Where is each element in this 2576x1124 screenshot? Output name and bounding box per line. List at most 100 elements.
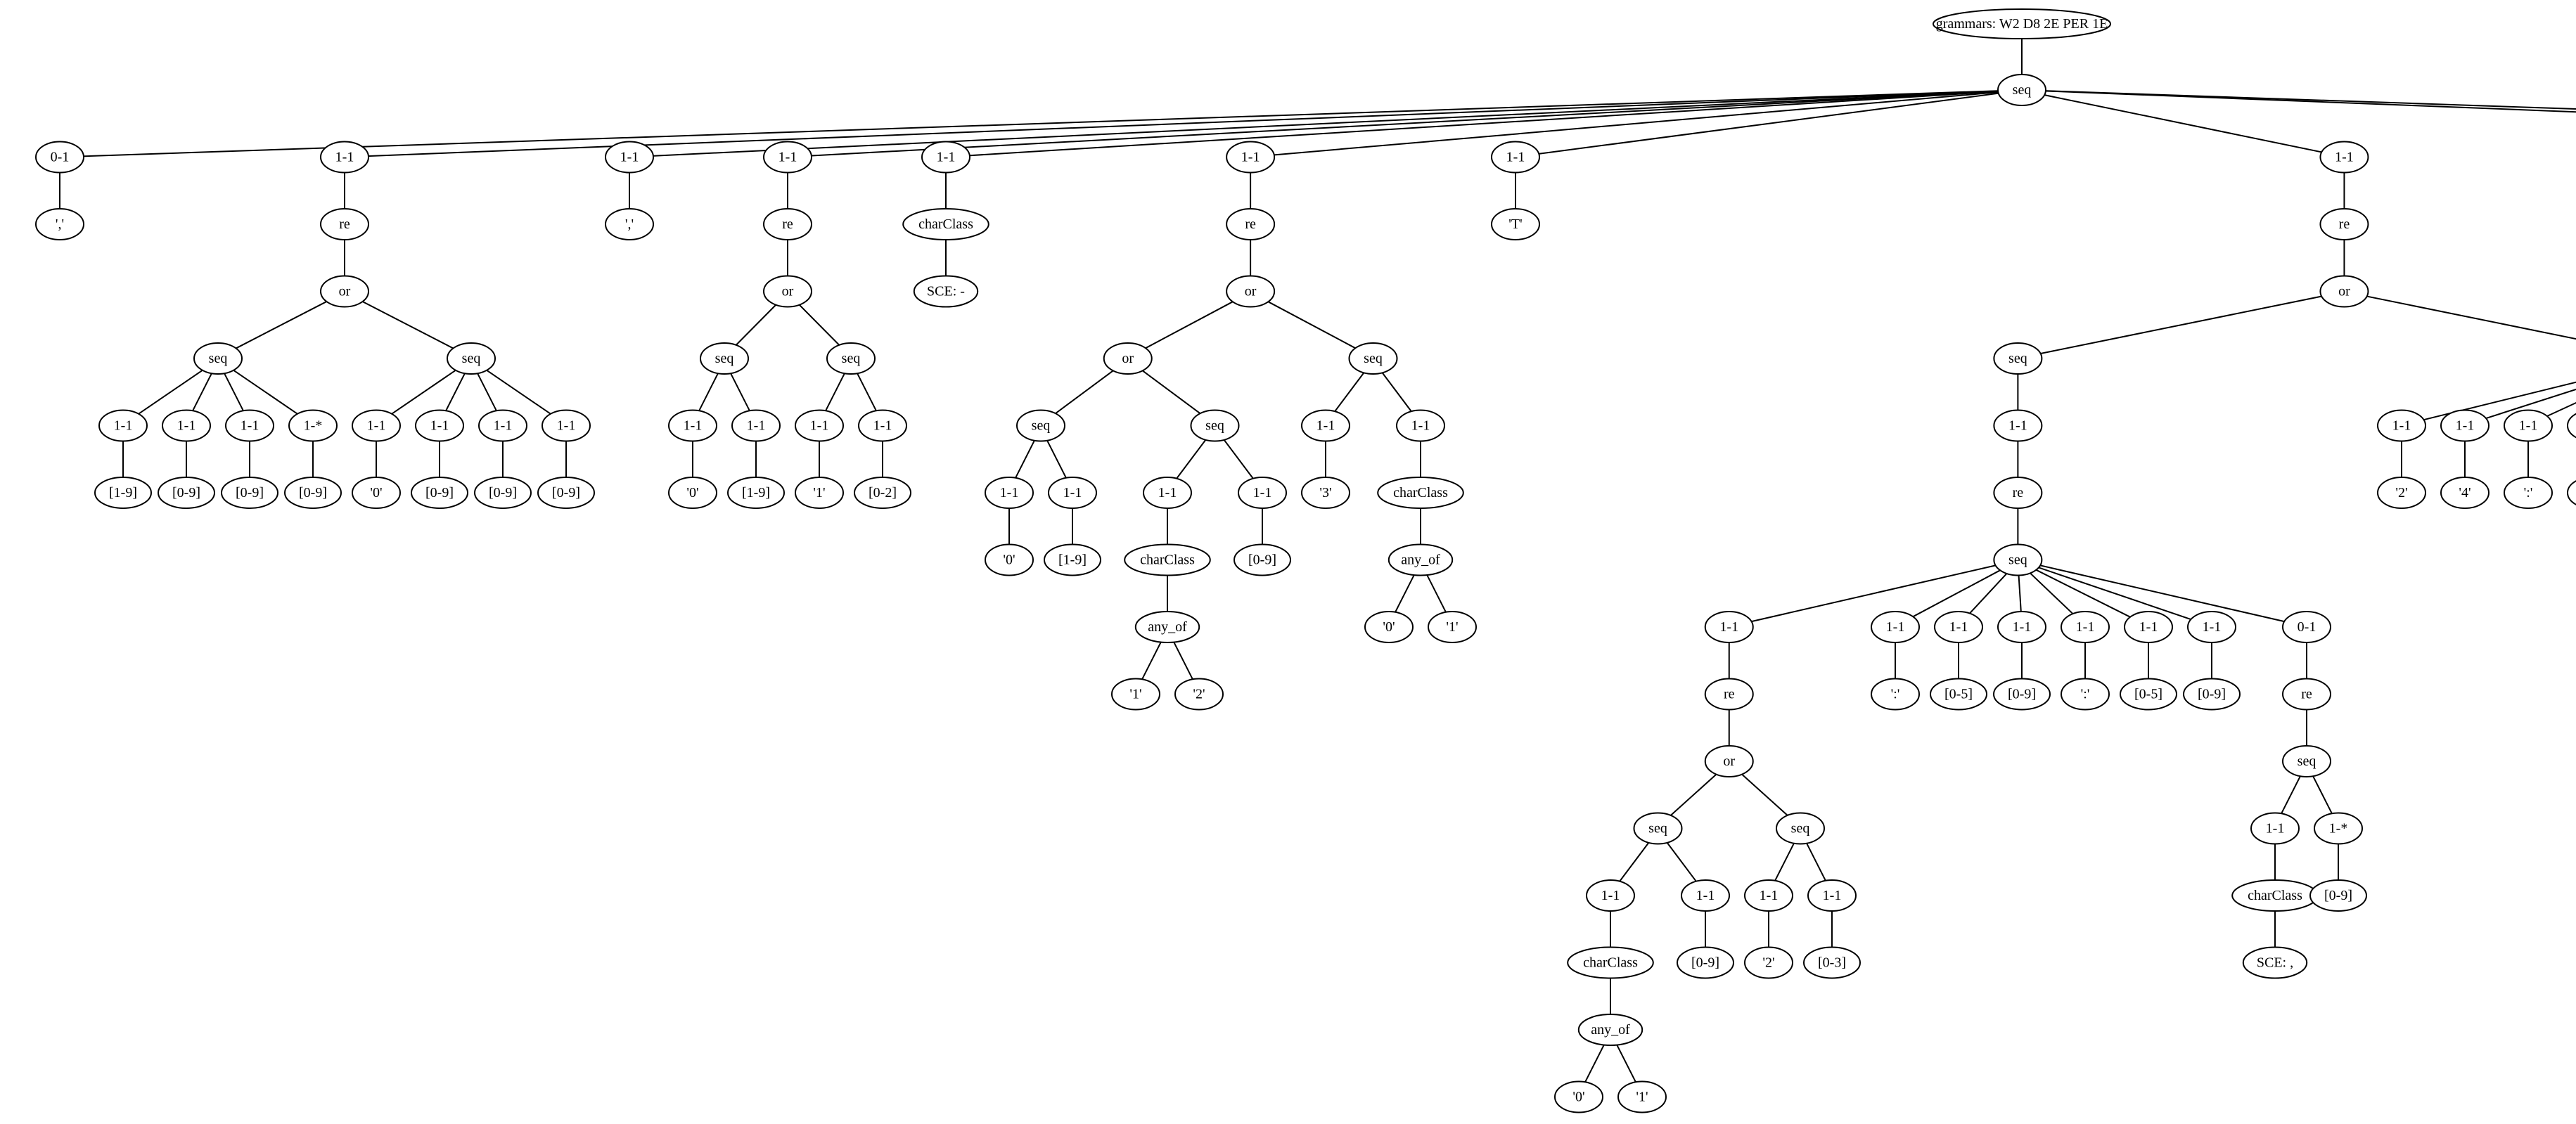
tree-edge (2414, 381, 2576, 423)
node-label: charClass (2248, 888, 2302, 903)
node-label: SCE: - (927, 284, 965, 299)
node-label: '1' (1129, 687, 1141, 702)
node-ellipse (2440, 409, 2490, 442)
node-0-5: [0-5] (2120, 678, 2177, 711)
node-label: seq (2013, 82, 2032, 98)
node-ellipse (902, 208, 989, 240)
node-label: ':' (2081, 687, 2090, 702)
node-1-1: 1-1 (1997, 611, 2046, 643)
node-1-1: 1-1 (1143, 477, 1192, 509)
node-label: [0-9] (1248, 553, 1276, 568)
node-ellipse (1871, 611, 1920, 643)
node-ellipse (1997, 611, 2046, 643)
node-ellipse (2567, 413, 2576, 439)
node-0: '0' (1364, 611, 1414, 643)
tree-edge (1615, 1043, 1637, 1084)
tree-edge (2027, 570, 2076, 617)
node-label: [0-9] (425, 485, 454, 500)
node-label: [0-9] (2324, 888, 2352, 903)
node-1-1: 1-1 (2187, 611, 2236, 643)
node-label: 1-1 (241, 418, 259, 434)
node-ellipse (854, 477, 911, 509)
node-ellipse (1388, 543, 1454, 576)
node-label: 1-* (2329, 821, 2348, 836)
node-label: '2' (2395, 485, 2407, 500)
node-label: re (1245, 217, 1256, 232)
node-label: 'T' (1508, 217, 1522, 232)
node-ellipse (320, 141, 369, 174)
node-symbol: ':' (2061, 678, 2110, 711)
node-1-1: 1-1 (2504, 409, 2553, 442)
node-label: 1-1 (1886, 619, 1905, 635)
tree-edge (482, 366, 556, 418)
node-ellipse (2567, 480, 2576, 505)
node-label: seq (209, 351, 228, 366)
root-label: grammars: W2 D8 2E PER 1E (1936, 16, 2108, 32)
tree-edge (2031, 293, 2331, 356)
node-label: re (339, 217, 350, 232)
node-or: or (320, 275, 369, 308)
node-label: seq (2298, 754, 2317, 769)
node-seq: seq (1993, 342, 2043, 375)
node-label: 1-1 (1506, 150, 1525, 165)
node-label: or (1723, 754, 1735, 769)
node-re: re (320, 208, 369, 240)
node-label: SCE: , (2257, 955, 2293, 971)
node-sce: SCE: , (2242, 946, 2308, 979)
node-0-9: [0-9] (474, 477, 532, 509)
node-label: '0' (686, 485, 698, 500)
node-label: seq (1791, 821, 1810, 836)
node-1-1: 1-1 (858, 409, 907, 442)
node-charclass: charClass (902, 208, 989, 240)
node-label: or (1245, 284, 1257, 299)
node-ellipse (2061, 611, 2110, 643)
node-label: seq (2008, 553, 2027, 568)
node-label: [0-9] (489, 485, 517, 500)
node-label: [0-9] (552, 485, 580, 500)
node-ellipse (763, 208, 812, 240)
tree-edge (230, 297, 333, 352)
node-label: [0-3] (1818, 955, 1846, 971)
tree-edge (2540, 401, 2576, 420)
tree-edge (698, 372, 719, 413)
node-3: '3' (1301, 477, 1350, 509)
node-1-1: 1-1 (1934, 611, 1983, 643)
node-or: or (1704, 745, 1754, 777)
node-label: 1-1 (2076, 619, 2095, 635)
node-0: '0' (352, 477, 401, 509)
tree-edge (1014, 439, 1036, 479)
node-label: re (2013, 485, 2024, 500)
node-charclass: charClass (1124, 543, 1211, 576)
node-label: 1-1 (937, 150, 956, 165)
node-ellipse (605, 208, 654, 240)
node-ellipse (225, 409, 274, 442)
node-ellipse (221, 477, 278, 509)
node-ellipse (2120, 678, 2177, 711)
node-ellipse (542, 409, 591, 442)
node-1-1: 1-1 (1396, 409, 1445, 442)
node-0-9: [0-9] (537, 477, 595, 509)
node-seq: seq (447, 342, 496, 375)
tree-edge (1967, 571, 2010, 616)
node-1-1: 1-1 (2250, 812, 2300, 845)
node-label: re (2339, 217, 2350, 232)
node-0: '0' (2567, 480, 2576, 505)
node-ellipse (1491, 141, 1540, 174)
node-1-1: 1-1 (921, 141, 970, 174)
node-label: 1-1 (620, 150, 639, 165)
node-1-1: 1-1 (2124, 611, 2173, 643)
tree-edge (733, 302, 779, 348)
node-ellipse (1993, 678, 2051, 711)
node-ellipse (2319, 275, 2369, 308)
root-node: grammars: W2 D8 2E PER 1E (1933, 8, 2111, 39)
tree-edge (856, 372, 878, 413)
node-ellipse (1226, 208, 1276, 240)
node-ellipse (98, 409, 148, 442)
node-ellipse (1016, 409, 1065, 442)
tree-edge (643, 90, 2008, 157)
node-ellipse (985, 543, 1034, 576)
node-ellipse (447, 342, 496, 375)
node-ellipse (35, 208, 84, 240)
node-ellipse (320, 275, 369, 308)
node-label: 1-1 (810, 418, 829, 434)
